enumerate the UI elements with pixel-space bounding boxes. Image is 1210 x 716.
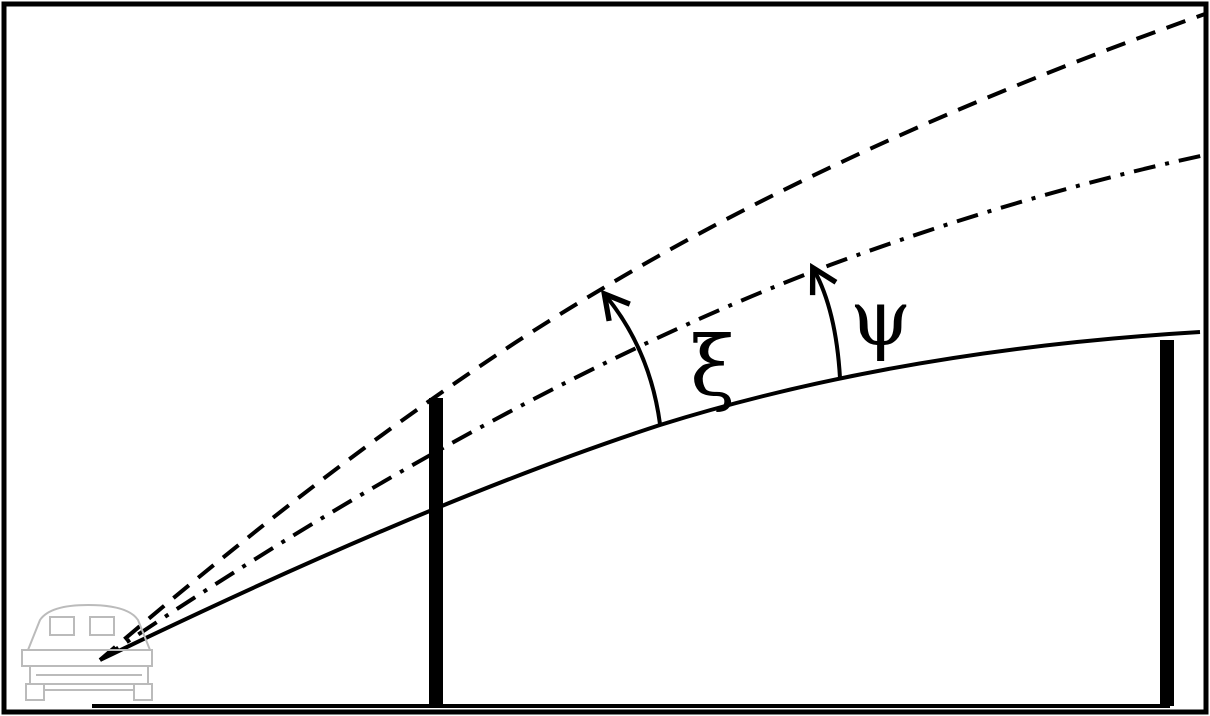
dashed-curve	[98, 12, 1206, 662]
car-icon	[21, 603, 153, 701]
post-left	[429, 398, 443, 706]
solid-curve	[99, 330, 1201, 662]
xi-label: ξ	[690, 320, 735, 415]
post-right	[1160, 340, 1174, 706]
psi-arrow-icon	[814, 270, 842, 379]
xi-arrow-icon	[606, 296, 662, 425]
dash-dot-curve	[98, 153, 1206, 662]
psi-label: ψ	[850, 274, 911, 364]
